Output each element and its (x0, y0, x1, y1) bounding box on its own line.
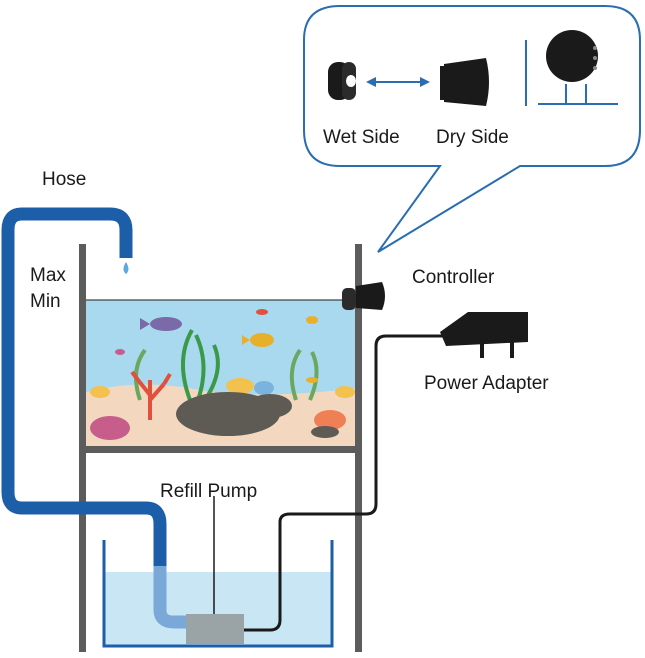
controller-unit-icon (538, 30, 618, 105)
controller-label: Controller (412, 267, 495, 288)
dry-side-label: Dry Side (436, 127, 509, 148)
power-adapter (440, 312, 528, 358)
controller-sensor (342, 282, 385, 310)
refill-pump-label: Refill Pump (160, 481, 258, 502)
dry-side-sensor (440, 58, 489, 106)
max-level-label: Max (30, 265, 66, 286)
power-adapter-label: Power Adapter (424, 373, 549, 394)
pump-cable (244, 352, 378, 632)
plant-icon (134, 329, 319, 402)
power-cable (374, 334, 448, 352)
double-arrow-icon (366, 77, 430, 87)
refill-pump (186, 496, 244, 644)
min-level-label: Min (30, 291, 61, 312)
rock-icon (176, 392, 339, 438)
wet-side-sensor (328, 62, 356, 100)
fish-icon (115, 309, 318, 383)
coral-icon (130, 370, 172, 420)
hose (1, 207, 190, 629)
wet-side-label: Wet Side (323, 127, 400, 148)
stand-frame (79, 244, 362, 652)
water-drop-icon (123, 262, 129, 274)
aquarium-tank (86, 299, 358, 446)
coral-cluster (90, 378, 355, 440)
hose-label: Hose (42, 169, 87, 190)
